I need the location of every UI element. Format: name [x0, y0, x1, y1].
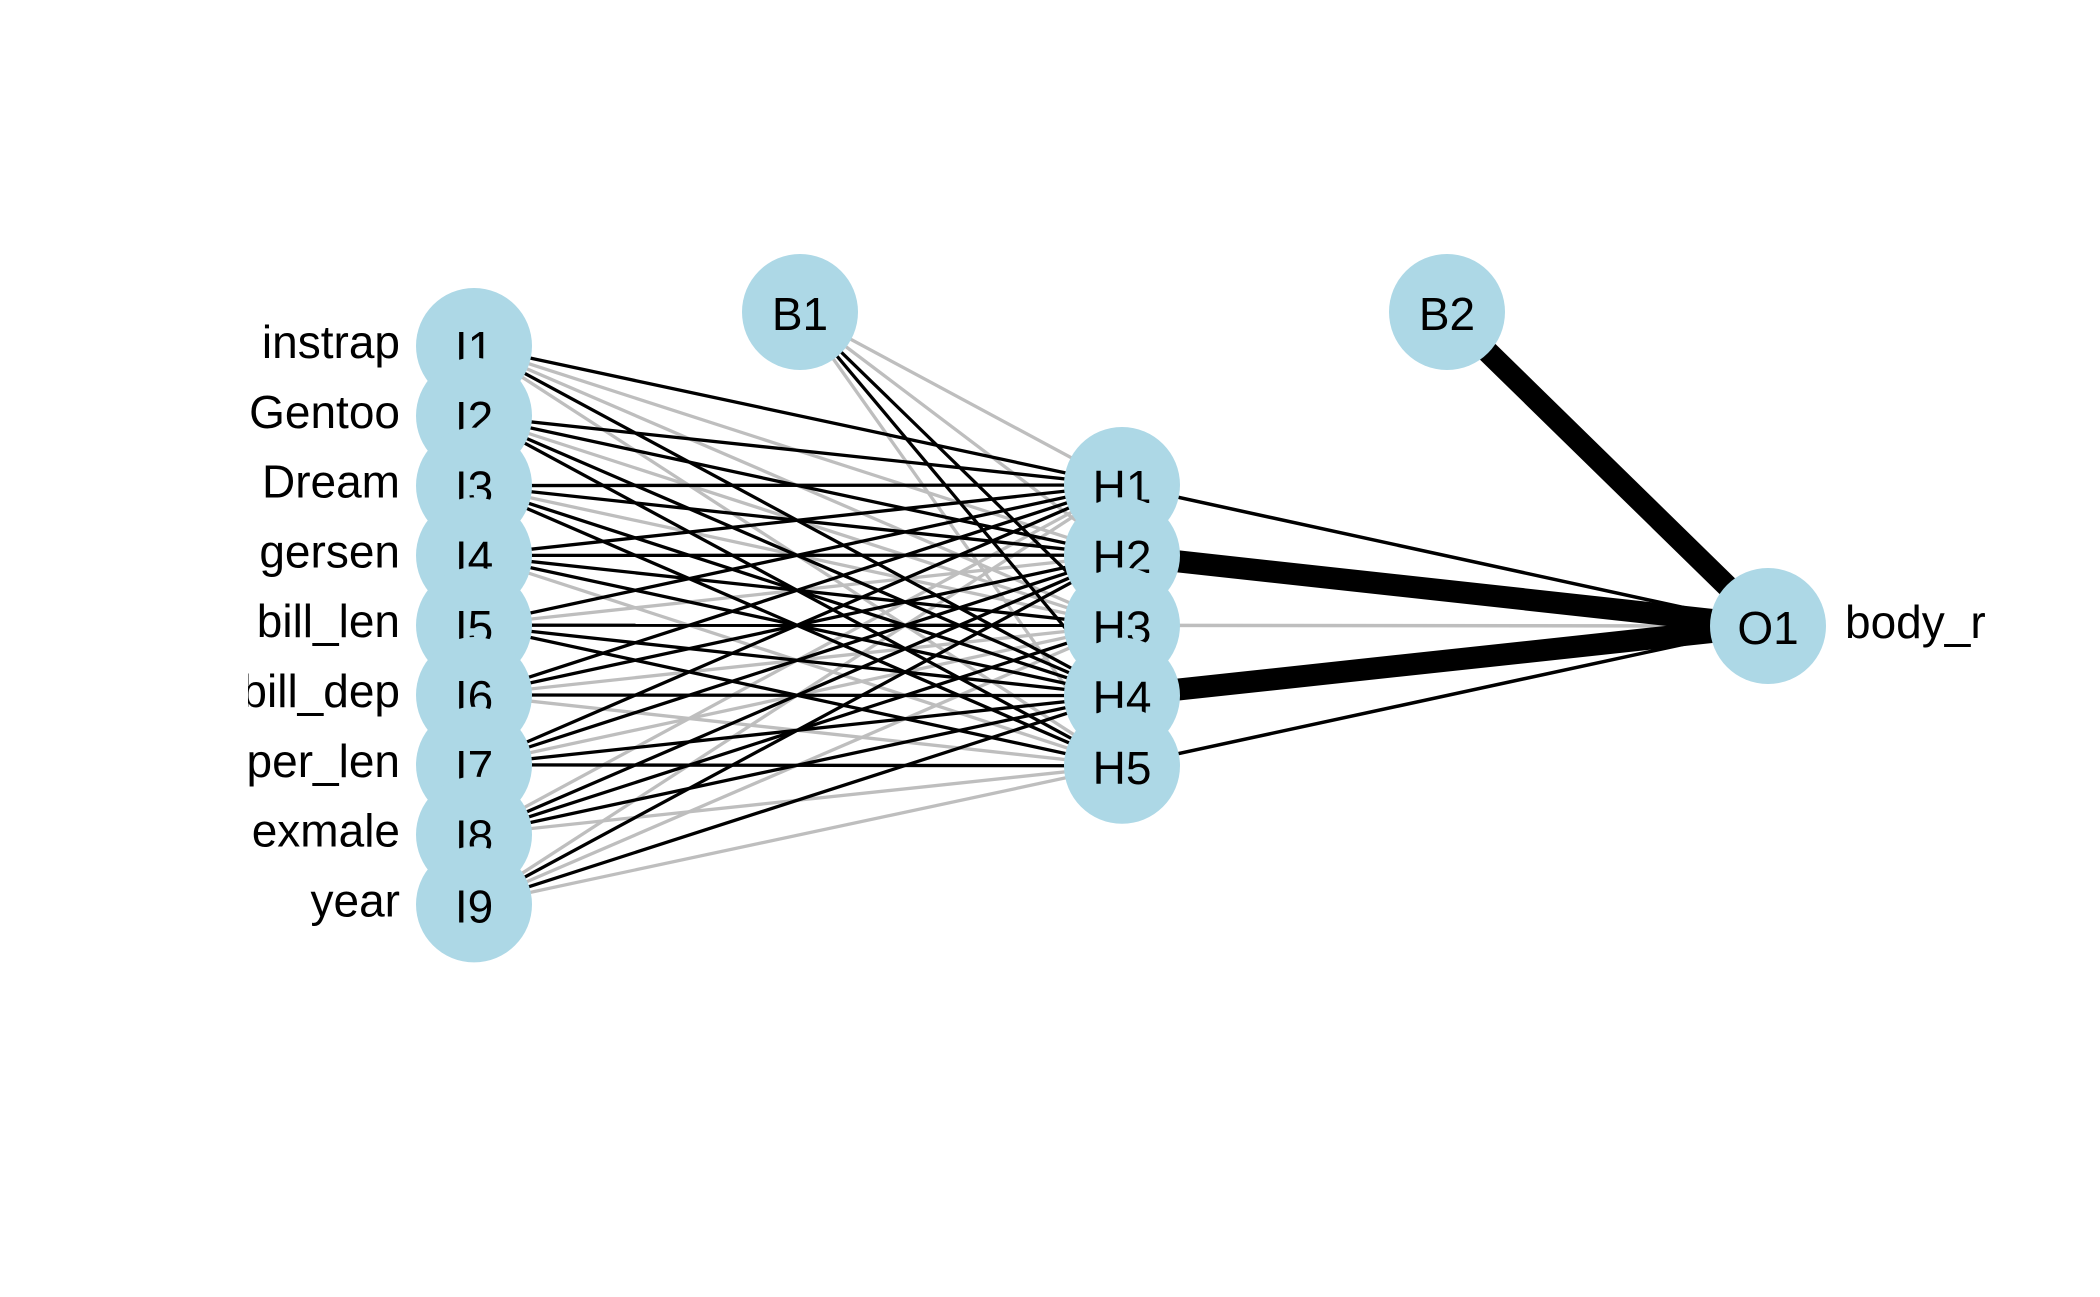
bias-node-b2: B2	[1389, 254, 1505, 370]
edge-i9-h2	[473, 553, 1123, 906]
edge-h3-o1	[1121, 623, 1769, 628]
input-variable-label: year	[311, 874, 400, 926]
edge-h2-o1	[1120, 544, 1770, 637]
edge-h4-o1	[1120, 615, 1770, 707]
edge-b1-h1	[799, 310, 1123, 487]
node-circle	[1710, 568, 1826, 684]
edge-i3-h1	[473, 483, 1123, 488]
edge-i7-h1	[473, 483, 1123, 767]
edge-i1-h1	[473, 344, 1123, 487]
edges-layer	[473, 304, 1776, 907]
edge-i2-h1	[473, 414, 1123, 487]
hidden-node-h5: H5	[1064, 707, 1180, 824]
input-variable-label: bill_dep	[241, 665, 400, 717]
input-variable-label: Dream	[262, 456, 400, 508]
edge-i8-h2	[473, 553, 1123, 837]
node-circle	[1389, 254, 1505, 370]
node-circle	[1064, 707, 1180, 824]
output-node-o1: O1	[1710, 568, 1826, 684]
input-variable-label: Gentoo	[249, 386, 400, 438]
node-id-label: H5	[1093, 742, 1152, 794]
edge-i9-h5	[473, 764, 1123, 907]
edge-i9-h4	[473, 694, 1123, 906]
edge-i4-h1	[473, 483, 1123, 558]
node-id-label: B2	[1419, 288, 1475, 340]
input-node-i9: I9	[416, 846, 532, 963]
edge-h5-o1	[1121, 624, 1769, 768]
input-variable-label: bill_len	[257, 595, 400, 647]
edge-b1-h2	[799, 310, 1123, 557]
input-variable-label: exmale	[252, 805, 400, 857]
node-id-label: B1	[772, 288, 828, 340]
edge-h1-o1	[1121, 483, 1769, 628]
edge-b2-o1	[1439, 304, 1776, 634]
edge-i7-h2	[473, 553, 1123, 767]
node-id-label: O1	[1737, 602, 1798, 654]
edge-i8-h4	[473, 693, 1123, 837]
edge-i5-h1	[473, 483, 1123, 627]
bias-node-b1: B1	[742, 254, 858, 370]
input-variable-label: per_len	[247, 735, 400, 787]
node-circle	[742, 254, 858, 370]
node-circle	[416, 846, 532, 963]
output-variable-label: body_r	[1845, 596, 1986, 648]
input-variable-label: instrap	[262, 316, 400, 368]
input-variable-label: gersen	[259, 525, 400, 577]
node-id-label: I9	[455, 880, 493, 932]
